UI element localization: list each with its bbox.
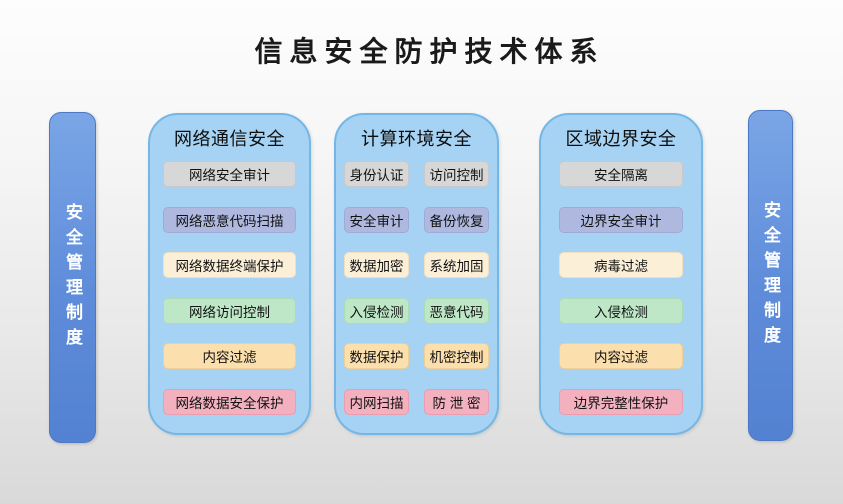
tech-item: 防 泄 密 bbox=[424, 388, 489, 415]
right-management-bar: 安全管理制度 bbox=[748, 110, 793, 441]
tech-item: 安全审计 bbox=[344, 206, 409, 233]
panel-network-communication-security: 网络通信安全 网络安全审计 网络恶意代码扫描 网络数据终端保护 网络访问控制 内… bbox=[148, 113, 311, 435]
tech-item: 数据加密 bbox=[344, 252, 409, 278]
tech-item: 入侵检测 bbox=[559, 297, 683, 324]
panel-header-area-boundary: 区域边界安全 bbox=[565, 129, 677, 149]
tech-item: 网络数据终端保护 bbox=[163, 252, 296, 278]
right-management-bar-label: 安全管理制度 bbox=[761, 200, 780, 351]
panel-header-computing-environment: 计算环境安全 bbox=[361, 129, 472, 149]
tech-item: 网络访问控制 bbox=[163, 297, 296, 324]
tech-item: 系统加固 bbox=[424, 252, 489, 278]
tech-item: 内容过滤 bbox=[559, 343, 683, 369]
panel-area-boundary-security: 区域边界安全 安全隔离 边界安全审计 病毒过滤 入侵检测 内容过滤 边界完整性保… bbox=[539, 113, 703, 435]
tech-item: 边界完整性保护 bbox=[559, 388, 683, 415]
tech-item: 备份恢复 bbox=[424, 206, 489, 233]
item-row: 内网扫描 防 泄 密 bbox=[344, 388, 489, 415]
page-title: 信息安全防护技术体系 bbox=[254, 36, 605, 67]
item-list: 网络安全审计 网络恶意代码扫描 网络数据终端保护 网络访问控制 内容过滤 网络数… bbox=[150, 161, 309, 415]
tech-item: 安全隔离 bbox=[559, 161, 683, 187]
left-management-bar-label: 安全管理制度 bbox=[63, 202, 82, 353]
tech-item: 身份认证 bbox=[344, 161, 409, 187]
tech-item: 病毒过滤 bbox=[559, 252, 683, 278]
left-management-bar: 安全管理制度 bbox=[49, 112, 96, 443]
tech-item: 网络恶意代码扫描 bbox=[163, 206, 296, 233]
tech-item: 内容过滤 bbox=[163, 343, 296, 369]
tech-item: 网络安全审计 bbox=[163, 161, 296, 187]
panel-header-network-communication: 网络通信安全 bbox=[174, 129, 285, 149]
tech-item: 数据保护 bbox=[344, 343, 409, 369]
item-list: 安全隔离 边界安全审计 病毒过滤 入侵检测 内容过滤 边界完整性保护 bbox=[541, 161, 701, 415]
tech-item: 边界安全审计 bbox=[559, 206, 683, 233]
tech-item: 入侵检测 bbox=[344, 297, 409, 324]
item-row: 入侵检测 恶意代码 bbox=[344, 297, 489, 324]
item-row: 身份认证 访问控制 bbox=[344, 161, 489, 187]
tech-item: 访问控制 bbox=[424, 161, 489, 187]
item-row: 数据保护 机密控制 bbox=[344, 343, 489, 369]
tech-item: 网络数据安全保护 bbox=[163, 388, 296, 415]
tech-item: 恶意代码 bbox=[424, 297, 489, 324]
item-row: 安全审计 备份恢复 bbox=[344, 206, 489, 233]
item-row: 数据加密 系统加固 bbox=[344, 252, 489, 278]
item-grid: 身份认证 访问控制 安全审计 备份恢复 数据加密 系统加固 入侵检测 恶意代码 … bbox=[336, 161, 497, 415]
tech-item: 机密控制 bbox=[424, 343, 489, 369]
panel-computing-environment-security: 计算环境安全 身份认证 访问控制 安全审计 备份恢复 数据加密 系统加固 入侵检… bbox=[334, 113, 499, 435]
tech-item: 内网扫描 bbox=[344, 388, 409, 415]
